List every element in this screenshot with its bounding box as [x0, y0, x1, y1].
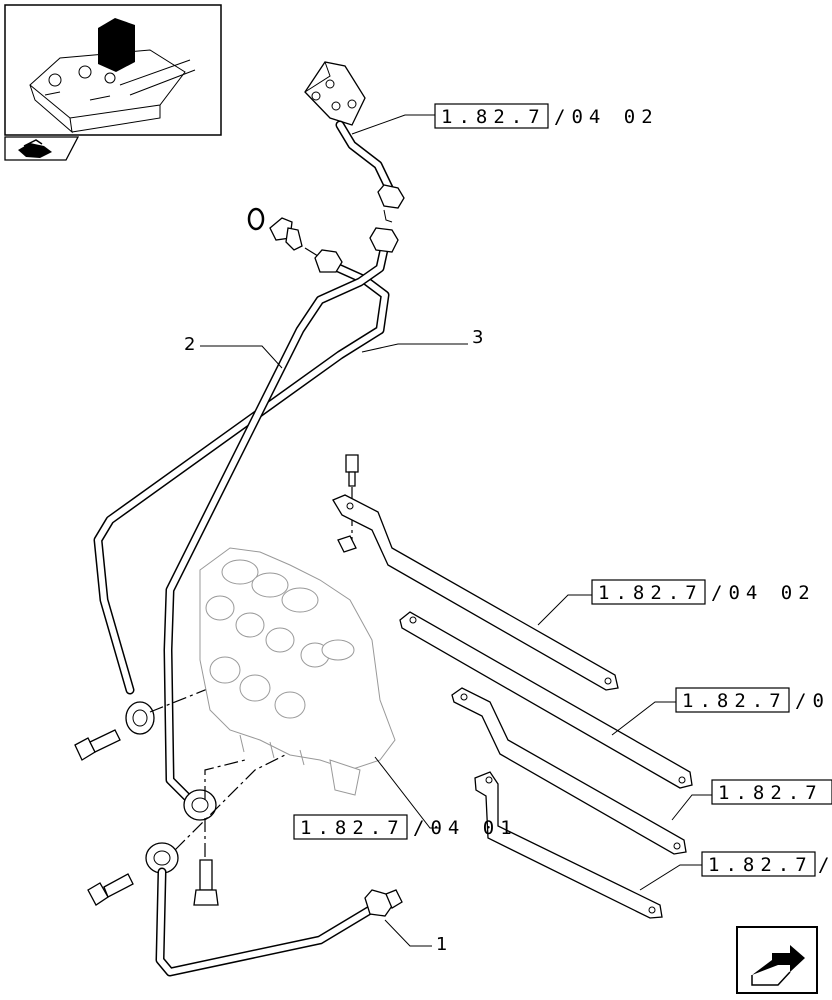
o-ring	[247, 207, 265, 231]
ref-bracket2-suffix: /0	[795, 690, 830, 712]
banjo-bolt-2	[87, 873, 134, 906]
ref-bracket1-suffix: /04 02	[711, 582, 816, 604]
banjo-fitting-middle	[183, 789, 217, 821]
strap-bracket-2	[399, 611, 693, 789]
callout-item-2: 2	[184, 334, 195, 355]
pipe-nut-top	[377, 184, 405, 223]
callout-item-3: 3	[472, 327, 483, 348]
callout-item-1: 1	[436, 934, 447, 955]
ref-box-bracket-2[interactable]: 1.82.7 /0	[675, 687, 830, 713]
pipe-flange-top	[304, 61, 366, 126]
ref-box-bracket-3[interactable]: 1.82.7	[711, 779, 832, 805]
banjo-bolt-3	[193, 859, 219, 906]
ref-bracket2-label: 1.82.7	[682, 690, 787, 712]
banjo-fitting-upper	[125, 701, 155, 735]
ref-bracket1-label: 1.82.7	[598, 582, 703, 604]
strap-bracket-1	[332, 494, 619, 691]
pipe-1-fitting	[364, 889, 403, 917]
ref-box-top[interactable]: 1.82.7 /04 02	[434, 103, 659, 129]
ref-top-label: 1.82.7	[441, 106, 546, 128]
union-fitting	[269, 217, 303, 251]
banjo-bolt-1	[74, 729, 121, 761]
ref-bracket4-label: 1.82.7	[708, 854, 813, 876]
previous-page-icon[interactable]	[4, 136, 80, 161]
ref-bracket4-suffix: /	[818, 854, 832, 876]
ref-box-bracket-1[interactable]: 1.82.7 /04 02	[591, 579, 816, 605]
ref-box-valve[interactable]: 1.82.7 /04 01	[293, 814, 518, 840]
ref-valve-label: 1.82.7	[300, 817, 405, 839]
assembly-thumbnail[interactable]	[4, 4, 222, 136]
ref-box-bracket-4[interactable]: 1.82.7 /	[701, 851, 832, 877]
strap-bracket-4	[474, 771, 663, 919]
pipe-nut-2	[314, 249, 343, 273]
ref-top-suffix: /04 02	[554, 106, 659, 128]
strap-bracket-3	[451, 687, 687, 855]
control-valve-block	[199, 547, 396, 796]
pipe-nut-3	[369, 227, 399, 253]
thumbnail-housing-icon	[29, 18, 196, 134]
ref-valve-suffix: /04 01	[413, 817, 518, 839]
bracket-screw	[345, 454, 359, 487]
ref-bracket3-label: 1.82.7	[718, 782, 823, 804]
next-page-icon[interactable]	[736, 926, 818, 994]
